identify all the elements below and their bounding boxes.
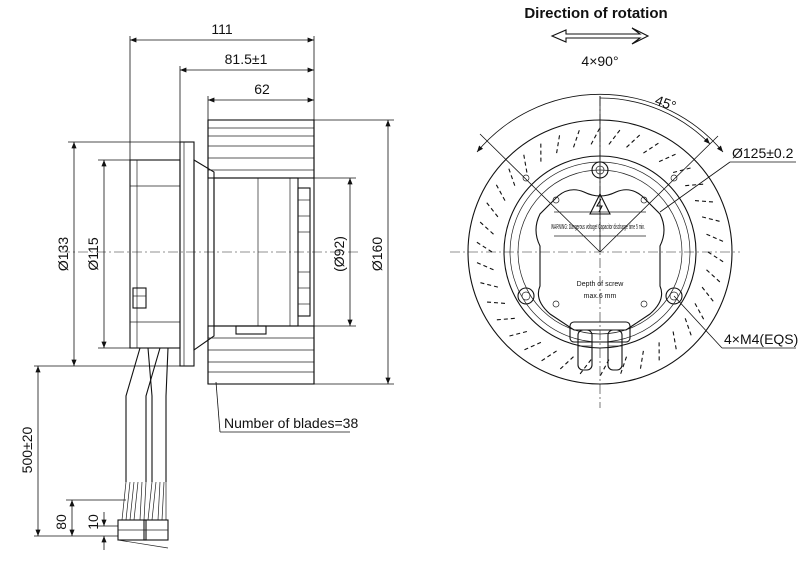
impeller-blade (685, 183, 707, 187)
impeller-blade (474, 240, 493, 253)
impeller-outer-ring (467, 119, 733, 385)
dim-10: 10 (85, 514, 101, 530)
impeller-blade (506, 330, 528, 338)
dim-133: Ø133 (55, 237, 71, 271)
rotation-arrow (550, 27, 650, 45)
connector (132, 287, 147, 309)
impeller-blade (557, 356, 574, 372)
impeller-blade (672, 331, 678, 353)
impeller-blade (639, 350, 644, 372)
flange-taper (193, 159, 215, 352)
dim-115: Ø115 (85, 237, 101, 270)
screw-holes (517, 161, 683, 308)
impeller-blade (484, 301, 506, 304)
dim-81-5: 81.5±1 (225, 51, 268, 67)
dim-80: 80 (53, 514, 69, 530)
impeller-blade (707, 251, 726, 264)
impeller-blade (556, 132, 561, 154)
impeller-blades (474, 125, 726, 379)
blades-top (207, 119, 315, 179)
impeller-blade (477, 281, 499, 288)
dim-111: 111 (211, 21, 232, 37)
side-view: 111 81.5±1 62 Ø133 Ø115 (Ø92) Ø160 (19, 21, 394, 550)
motor-plate (535, 189, 665, 331)
impeller-blade (598, 359, 610, 379)
cable-gland-right (607, 329, 623, 371)
dim-62: 62 (254, 81, 270, 97)
motor-rear-housing (129, 159, 181, 349)
mounting-flange (179, 141, 195, 367)
impeller-blade (590, 125, 602, 145)
impeller-blade (608, 127, 623, 145)
screws-label: 4×M4(EQS) (724, 331, 798, 347)
cable-left (125, 347, 141, 482)
cable-right (147, 347, 153, 482)
impeller-blade (658, 152, 679, 163)
impeller-blade (701, 216, 723, 223)
impeller-blade (619, 356, 628, 377)
impeller-blade (572, 127, 581, 148)
dim-92: (Ø92) (331, 236, 347, 272)
dim-160: Ø160 (369, 237, 385, 271)
impeller-blade (706, 269, 723, 285)
impeller-blade (521, 341, 542, 352)
direction-label: Direction of rotation (524, 5, 667, 22)
blades-bottom (207, 325, 315, 385)
impeller-blade (706, 233, 726, 244)
impeller-blade (672, 166, 694, 174)
impeller-blade (577, 359, 592, 377)
impeller-blade (701, 286, 716, 304)
impeller-blade (494, 182, 506, 201)
impeller-blade (694, 303, 706, 322)
impeller-blade (538, 350, 557, 363)
angle-45: 45° (653, 92, 678, 114)
impeller-blade (684, 318, 693, 339)
impeller-blade (484, 200, 499, 218)
impeller-blade (507, 165, 516, 186)
front-view: Direction of rotation 4×90° 45° WARNING:… (450, 5, 798, 408)
impeller-blade (477, 219, 494, 235)
impeller-blade (643, 141, 662, 154)
impeller-blade (493, 317, 515, 321)
motor-outer-circle (503, 155, 697, 349)
impeller-blade (522, 151, 528, 173)
impeller-blade (474, 260, 494, 271)
impeller-blade (694, 200, 716, 203)
cable-gland-left (577, 329, 593, 371)
blades-label: Number of blades=38 (224, 415, 358, 431)
angle-4x90: 4×90° (581, 53, 618, 69)
depth-label: Depth of screw (577, 281, 625, 288)
warning-triangle-icon (589, 192, 611, 215)
cable-gland-base (569, 321, 631, 343)
dim-125: Ø125±0.2 (732, 145, 794, 161)
impeller-blade (626, 132, 643, 148)
warning-text: WARNING: Dangerous voltage! Capacitor di… (551, 224, 645, 231)
max-depth-label: max.6 mm (584, 293, 617, 300)
dim-500: 500±20 (19, 426, 35, 473)
